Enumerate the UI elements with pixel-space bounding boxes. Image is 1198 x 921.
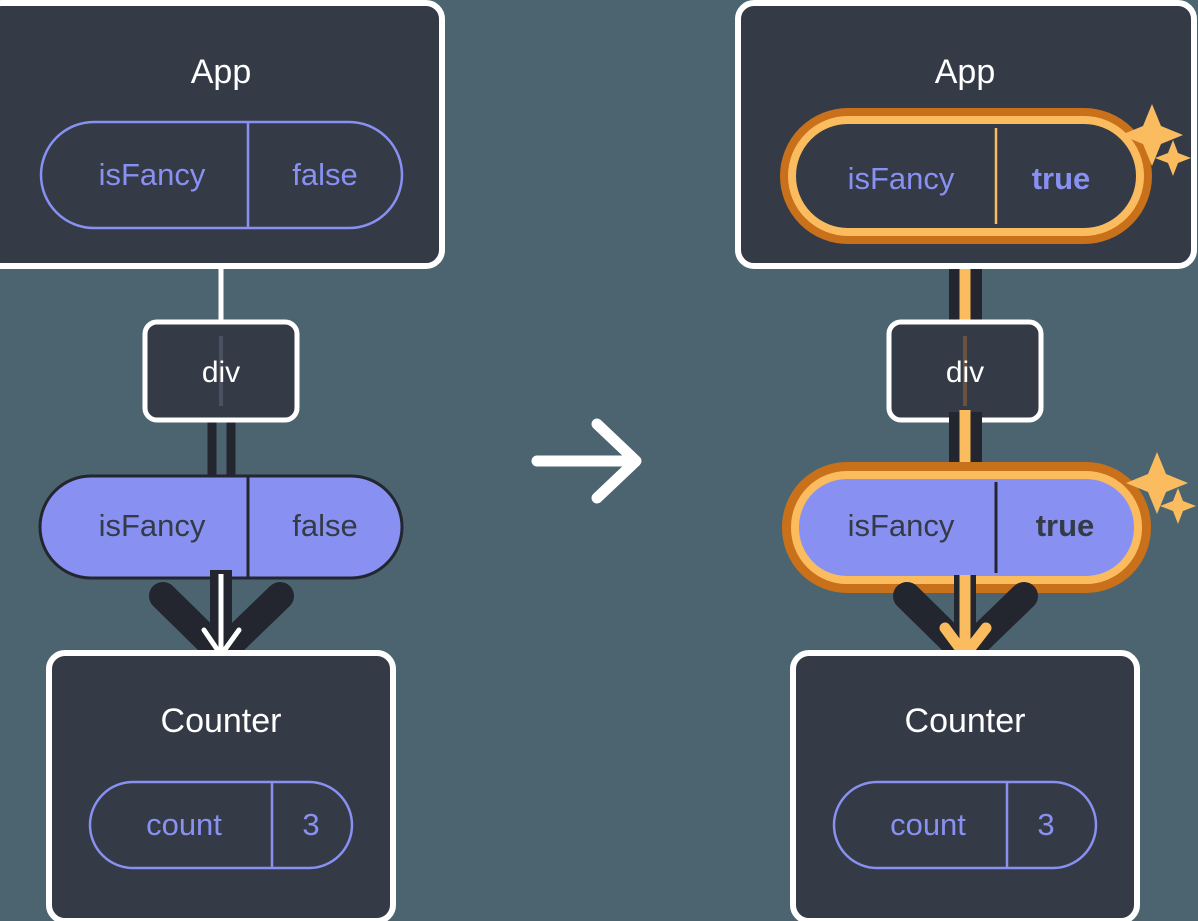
arrow-props-to-counter-before	[149, 570, 294, 667]
app-title-after: App	[935, 53, 996, 91]
app-box-after: App isFancy true	[735, 0, 1197, 269]
app-state-value-after: true	[1032, 161, 1091, 196]
panel-before: App isFancy false div isFa	[0, 0, 445, 921]
panel-after: App isFancy true div	[735, 0, 1197, 921]
props-value-after: true	[1036, 508, 1095, 543]
app-state-value-before: false	[292, 157, 357, 192]
counter-state-value-before: 3	[302, 807, 319, 842]
counter-state-name-after: count	[890, 807, 966, 842]
props-value-before: false	[292, 508, 357, 543]
counter-state-name-before: count	[146, 807, 222, 842]
div-label-before: div	[202, 356, 240, 389]
transition-arrow	[531, 418, 642, 504]
counter-state-pill-after: count 3	[832, 780, 1098, 870]
app-state-pill-after: isFancy true	[780, 108, 1152, 244]
counter-box-after: Counter count 3	[790, 650, 1140, 921]
div-label-after: div	[946, 356, 984, 389]
props-name-before: isFancy	[99, 508, 206, 543]
counter-title-after: Counter	[905, 702, 1026, 740]
props-pill-after: isFancy true	[782, 462, 1151, 593]
props-pill-before: isFancy false	[38, 474, 404, 580]
sparkle-icon-app-after	[1121, 104, 1191, 176]
counter-state-pill-before: count 3	[88, 780, 354, 870]
app-box-before: App isFancy false	[0, 0, 445, 269]
sparkle-icon-props-after	[1126, 452, 1196, 524]
div-box-before: div	[142, 319, 300, 423]
div-box-after: div	[886, 319, 1044, 423]
counter-state-value-after: 3	[1037, 807, 1054, 842]
counter-box-before: Counter count 3	[46, 650, 396, 921]
props-name-after: isFancy	[848, 508, 955, 543]
app-state-pill-before: isFancy false	[39, 120, 404, 230]
counter-title-before: Counter	[161, 702, 282, 740]
app-state-name-before: isFancy	[99, 157, 206, 192]
app-state-name-after: isFancy	[848, 161, 955, 196]
app-title-before: App	[191, 53, 252, 91]
